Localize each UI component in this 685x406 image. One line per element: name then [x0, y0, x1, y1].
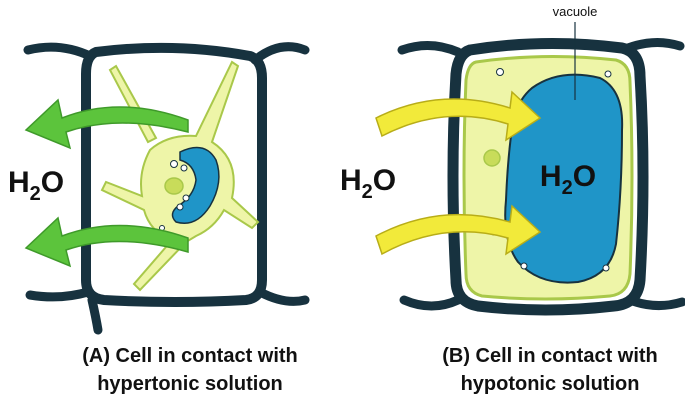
- panel-a-nucleus: [164, 177, 184, 195]
- panel-b-water-label: H2O: [340, 164, 396, 203]
- panel-b-vacuole-label: vacuole: [553, 4, 598, 19]
- panel-a-caption-line2: hypertonic solution: [97, 373, 283, 395]
- panel-a-arrow-out-top-icon: [24, 98, 189, 150]
- panel-a-shrunken-cytoplasm: [100, 60, 260, 292]
- panel-a-arrow-out-bottom-icon: [24, 216, 189, 268]
- panel-b-cell-wall: [447, 37, 649, 316]
- panel-b-arrow-in-bottom-icon: [375, 204, 542, 256]
- panel-b-hypotonic: vacuole H2O H2O (B) Cell in contact with…: [340, 4, 685, 395]
- panel-b-caption-line1: (B) Cell in contact with: [442, 345, 658, 367]
- panel-a-cell-wall: [81, 42, 267, 307]
- panel-b-arrow-in-top-icon: [375, 90, 542, 142]
- panel-a-vacuole: [171, 146, 220, 224]
- panel-a-caption-line1: (A) Cell in contact with: [82, 345, 298, 367]
- panel-a-water-label: H2O: [8, 166, 64, 205]
- panel-b-nucleus: [483, 149, 501, 167]
- panel-a-hypertonic: H2O (A) Cell in contact with hypertonic …: [8, 42, 310, 395]
- panel-b-caption-line2: hypotonic solution: [461, 373, 640, 395]
- panel-b-vacuole-water-label: H2O: [540, 160, 596, 199]
